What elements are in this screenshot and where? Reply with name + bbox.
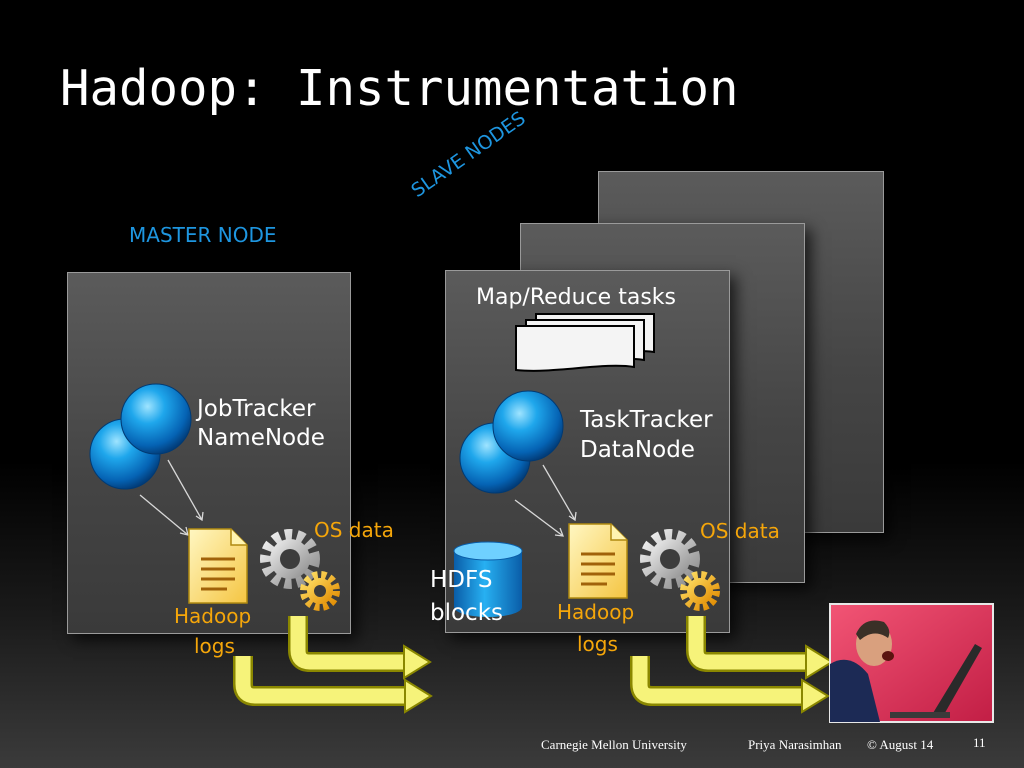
- footer-author: Priya Narasimhan: [748, 737, 842, 752]
- hdfs-blocks-icon: [453, 541, 523, 617]
- master-log-file-icon: [188, 528, 248, 604]
- slave-nodes-label: SLAVE NODES: [407, 107, 530, 202]
- slave-log-arrows: [514, 464, 577, 537]
- slave-service-line2: DataNode: [580, 437, 695, 463]
- frustrated-user-photo: [829, 603, 994, 723]
- master-logs-label-line2: logs: [194, 634, 235, 658]
- slave-os-gears-icon: [640, 529, 720, 611]
- master-log-arrows: [139, 459, 204, 536]
- footer-date: © August 14: [867, 737, 934, 752]
- master-service-line1: JobTracker: [197, 396, 316, 422]
- slave-os-data-flow-arrow: [686, 616, 834, 680]
- hdfs-label-line2: blocks: [430, 600, 504, 626]
- master-logs-label-line1: Hadoop: [174, 604, 252, 628]
- master-os-data-label: OS data: [314, 518, 394, 542]
- master-service-icon: [89, 383, 192, 490]
- map-reduce-tasks-icon: [515, 313, 655, 372]
- master-node-label: MASTER NODE: [129, 223, 277, 247]
- slave-os-data-label: OS data: [700, 519, 780, 543]
- slave-service-line1: TaskTracker: [580, 407, 713, 433]
- master-os-gears-icon: [260, 529, 340, 611]
- slave-logs-label-line2: logs: [577, 632, 618, 656]
- master-logs-flow-arrow: [233, 656, 433, 714]
- slave-log-file-icon: [568, 523, 628, 599]
- slave-logs-label-line1: Hadoop: [557, 600, 635, 624]
- master-os-data-flow-arrow: [288, 616, 432, 680]
- footer-page-number: 11: [973, 735, 986, 750]
- footer-university: Carnegie Mellon University: [541, 737, 687, 752]
- hdfs-label-line1: HDFS: [430, 567, 493, 593]
- slave-logs-flow-arrow: [630, 656, 830, 714]
- slave-service-icon: [459, 390, 564, 494]
- slide-title: Hadoop: Instrumentation: [60, 60, 739, 117]
- map-reduce-tasks-label: Map/Reduce tasks: [476, 285, 676, 310]
- master-service-line2: NameNode: [197, 425, 325, 451]
